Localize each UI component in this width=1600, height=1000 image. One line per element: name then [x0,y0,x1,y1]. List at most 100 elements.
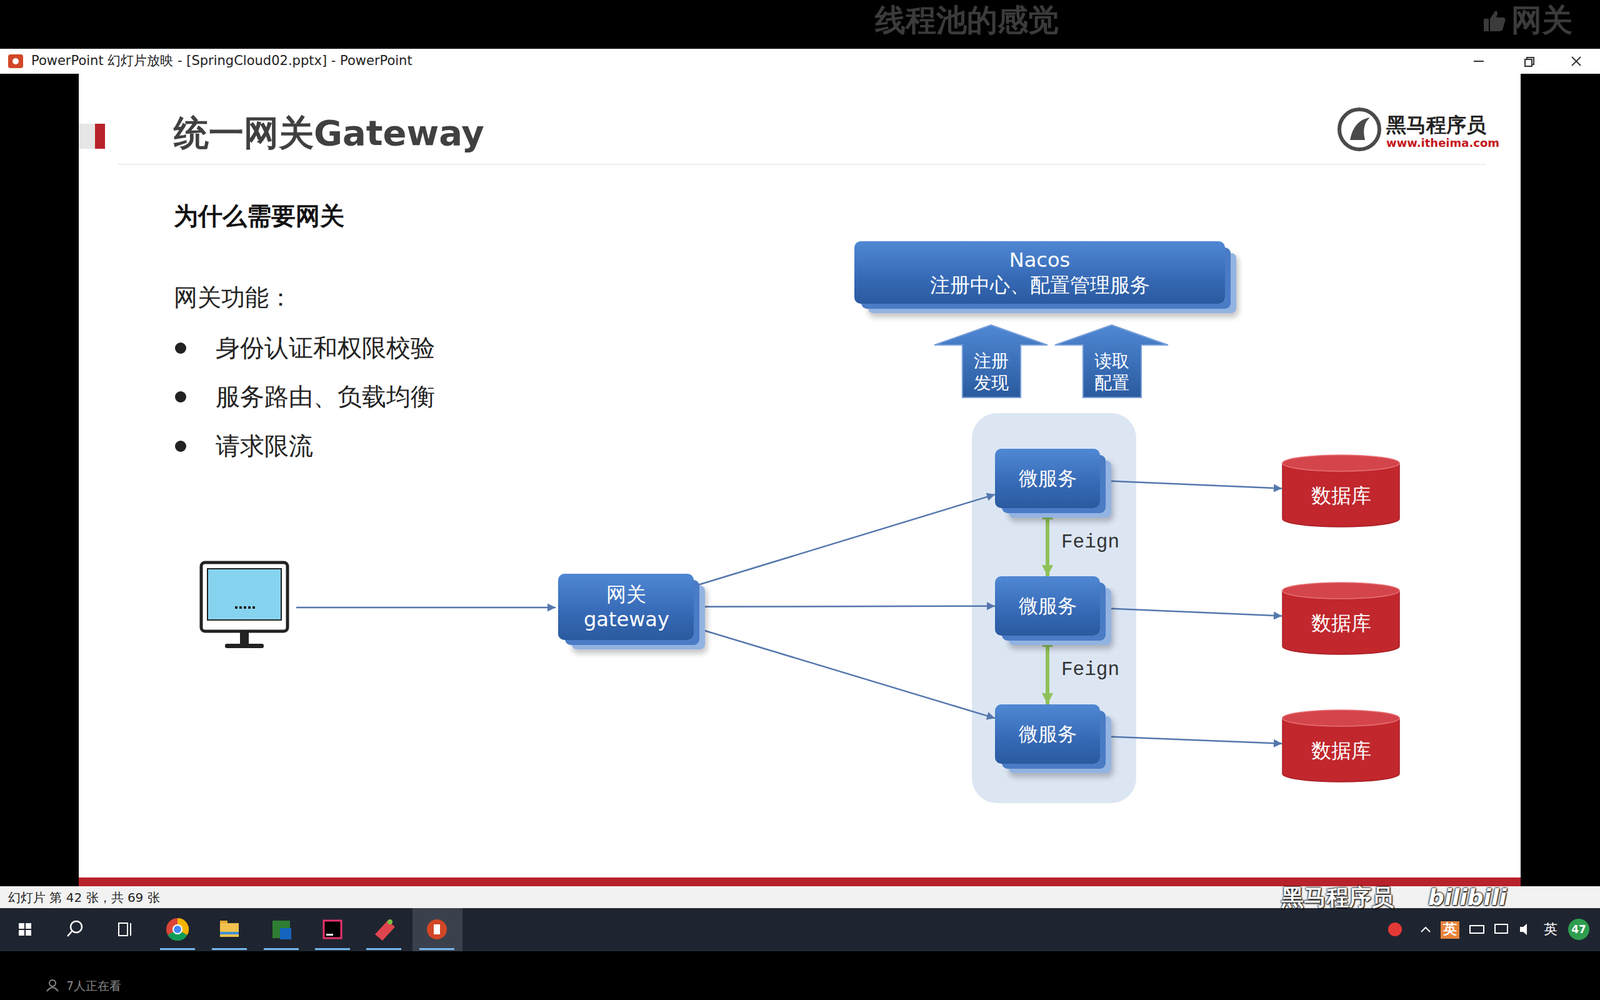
powerpoint-icon [426,919,447,940]
viewer-count: 7人正在看 [66,978,122,994]
app-icon [375,920,395,941]
network-icon [1495,924,1508,934]
minimize-icon [1473,60,1484,62]
watermark: 黑马程序员 [1281,883,1394,911]
thumbs-icon [1482,10,1508,33]
restore-icon [1526,57,1534,65]
node-text: 数据库 [1311,610,1372,636]
thumbs-part [1490,11,1506,32]
cylinder-top [1282,710,1400,727]
screen-dot [235,606,238,609]
chrome-icon [172,924,183,935]
thumbs-part [1483,18,1489,32]
block-arrow-outline [1055,325,1169,398]
battery-icon [1470,925,1484,934]
taskview-icon [118,923,128,936]
bullet-dot [175,342,187,354]
feign-call-arrow [1045,635,1050,705]
window-controls [1462,48,1600,74]
video-title: 网关 [1511,2,1573,40]
logo-icon [1336,106,1383,153]
window-title: PowerPoint 幻灯片放映 - [SpringCloud02.pptx] … [31,53,413,69]
monitor-stand [240,631,249,645]
search-icon [70,921,82,933]
viewer-icon [45,978,60,993]
running-indicator [263,948,299,950]
ime-box [1440,921,1460,939]
running-indicator [211,948,247,950]
client-arrow [296,606,556,609]
windows-logo [18,930,25,936]
status-text: 幻灯片 第 42 张，共 69 张 [8,890,160,905]
running-indicator [315,948,350,950]
cylinder-body [1282,590,1400,655]
badge-number: 47 [1571,923,1587,936]
bullet-text: 服务路由、负载均衡 [215,382,435,412]
node-text: 网关 gateway [583,581,669,632]
request-arrow [1100,480,1282,489]
list-heading: 网关功能： [173,283,293,313]
viewer-icon-part [46,987,59,992]
bullet-list-marks [168,337,194,463]
taskbar [0,908,1600,952]
edge-label: Feign [1061,658,1120,682]
logo-ring [1339,109,1380,150]
folder-icon [220,931,239,935]
monitor-base [225,643,264,649]
screen-dot [248,606,251,609]
search-icon [67,931,72,937]
screen-dot [252,606,255,609]
tray-icon [1388,922,1402,937]
chrome-icon [173,925,182,934]
running-indicator [419,948,455,950]
block-arrow: 读取 配置 [1054,324,1169,399]
powerpoint-icon [433,924,440,935]
node-subtext: 注册中心、配置管理服务 [930,272,1150,298]
node-text: 注册 发现 [970,350,1012,394]
logo-name: 黑马程序员 [1386,113,1487,137]
taskbar-icons [0,908,1600,952]
client-monitor [198,560,293,657]
monitor-screen [207,568,282,620]
request-arrow [693,627,995,719]
request-arrow [1100,608,1282,616]
database-cylinder: 数据库 [1281,581,1400,655]
gateway-box: 网关 gateway [558,573,694,640]
logo-url: www.itheima.com [1386,136,1500,150]
windows-logo [18,923,25,929]
viewer-icon-part [49,980,56,987]
ime-indicator: 英 [1443,921,1457,938]
windows-logo [25,923,32,929]
title-marker [95,123,105,149]
database-cylinder: 数据库 [1281,454,1400,528]
logo-horse [1350,117,1370,140]
request-arrow [1100,736,1282,744]
app-icon-bg [8,54,24,69]
watermark: bilibili [1428,883,1507,911]
registry-box: Nacos注册中心、配置管理服务 [854,241,1225,304]
node-text: 微服务 [1018,466,1077,491]
taskview-icon [130,923,132,936]
block-arrow-outline [934,325,1048,398]
service-box: 微服务 [995,704,1100,764]
video-subtitle: 线程池的感觉 [875,2,1059,40]
slide-title: 统一网关Gateway [173,111,485,154]
node-text: 数据库 [1311,738,1372,764]
section-heading: 为什么需要网关 [173,201,345,232]
bullet-dot [175,391,187,403]
cylinder-top [1282,582,1400,599]
tray-chevron [1421,927,1430,932]
app-icon-mark [12,58,19,65]
speaker-icon [1520,923,1527,935]
badge-circle [1568,918,1590,940]
database-cylinder: 数据库 [1281,709,1400,783]
node-text: 微服务 [1018,721,1077,747]
ime-indicator: 英 [1543,921,1558,938]
node-text: Nacos [1009,247,1070,273]
app-icon [7,53,24,69]
bullet-dot [175,440,187,452]
cylinder-body [1282,718,1400,782]
ide-icon [323,920,342,939]
app-icon [387,919,393,925]
